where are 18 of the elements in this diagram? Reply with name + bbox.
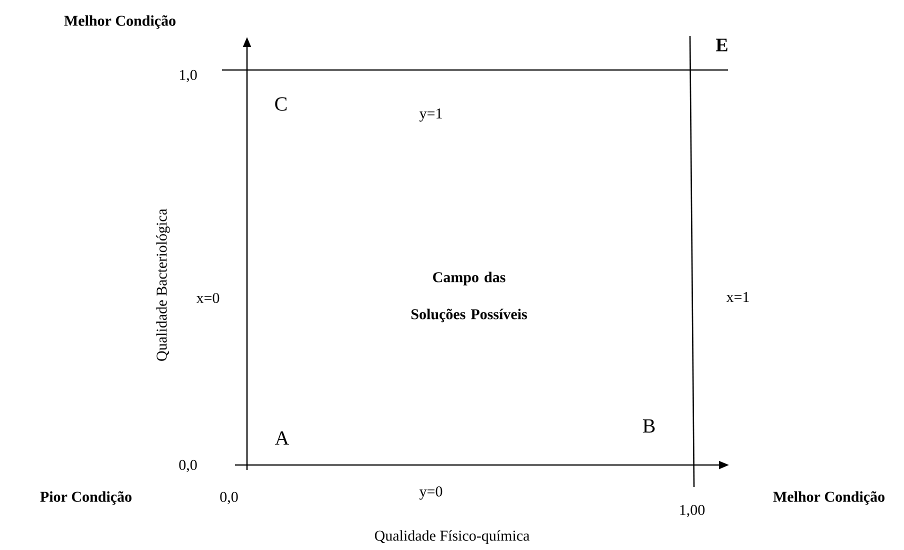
point-label: B <box>642 419 655 433</box>
line-label: x=0 <box>196 292 220 304</box>
point-label: A <box>274 431 290 445</box>
line-label: x=1 <box>726 292 749 302</box>
point-label: E <box>716 38 728 52</box>
tick-label: 0,0 <box>179 460 197 472</box>
tick-label: 1,0 <box>180 70 197 82</box>
tick-label: 0,0 <box>220 492 238 504</box>
condition-label: Pior Condição <box>40 491 132 505</box>
tick-label: 1,00 <box>680 504 705 518</box>
point-label: C <box>275 97 287 111</box>
axis-label: Qualidade Físico-química <box>374 530 530 544</box>
condition-label: Melhor Condição <box>64 15 176 29</box>
line-label: y=0 <box>419 486 442 500</box>
line-label: y=1 <box>419 108 442 122</box>
condition-label: Melhor Condição <box>773 491 884 505</box>
axis-label: Qualidade Bacteriológica <box>156 208 170 361</box>
region-label: Campo das Soluções Possíveis <box>411 272 527 322</box>
